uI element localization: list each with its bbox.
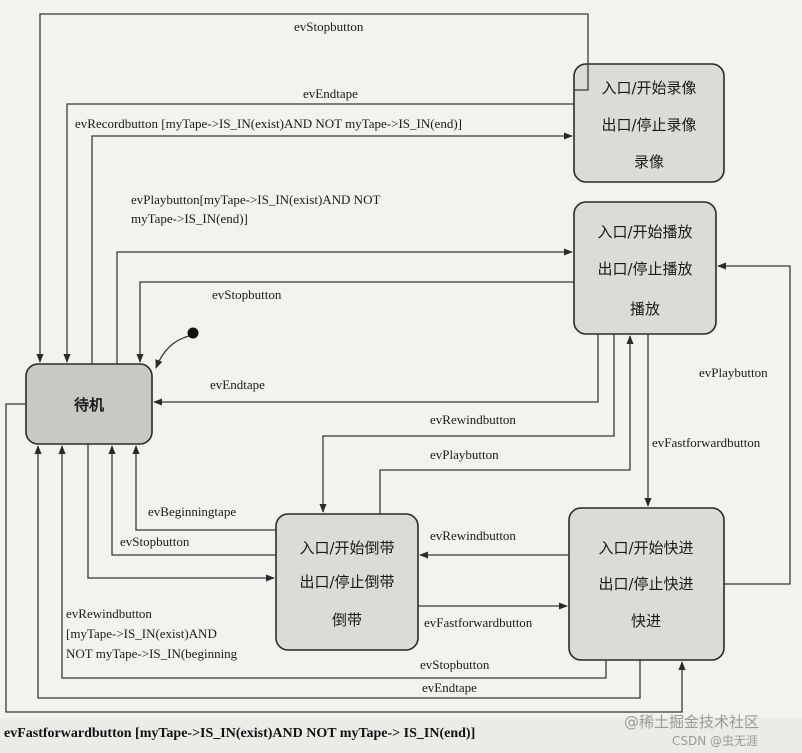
edge-rewind-stop — [108, 445, 276, 556]
edge-play-endtape — [153, 334, 599, 406]
label-record-guard: evRecordbutton [myTape->IS_IN(exist)AND … — [75, 116, 462, 131]
record-state-name: 录像 — [634, 153, 664, 171]
play-entry-action: 入口/开始播放 — [597, 223, 692, 241]
edge-fastforward-stop — [58, 445, 607, 679]
play-state-name: 播放 — [630, 300, 660, 318]
fastforward-entry-action: 入口/开始快进 — [598, 539, 693, 557]
rewind-state-name: 倒带 — [332, 611, 362, 629]
edge-record-endtape — [63, 103, 574, 363]
label-play-rewind: evRewindbutton — [430, 412, 516, 427]
edge-fastforward-endtape — [34, 445, 641, 699]
edge-standby-play — [116, 248, 573, 364]
watermark-csdn: CSDN @虫无涯 — [672, 734, 758, 748]
state-rewind: 入口/开始倒带 出口/停止倒带 倒带 — [275, 513, 419, 651]
record-entry-action: 入口/开始录像 — [601, 79, 696, 97]
label-record-stop: evStopbutton — [294, 19, 364, 34]
edge-rewind-beginningtape — [132, 445, 276, 531]
rewind-exit-action: 出口/停止倒带 — [299, 573, 394, 591]
label-rewind-stop: evStopbutton — [120, 534, 190, 549]
edge-standby-rewind — [87, 444, 275, 582]
state-fastforward: 入口/开始快进 出口/停止快进 快进 — [568, 507, 725, 661]
fastforward-exit-action: 出口/停止快进 — [598, 575, 693, 593]
edge-record-stop — [36, 13, 589, 363]
rewind-entry-action: 入口/开始倒带 — [299, 539, 394, 557]
edge-play-rewind — [319, 334, 615, 513]
edge-standby-record — [91, 132, 573, 364]
label-rewind-play: evPlaybutton — [430, 447, 499, 462]
state-record: 入口/开始录像 出口/停止录像 录像 — [573, 63, 725, 183]
edge-play-stop — [136, 281, 574, 363]
edge-standby-fastforward — [5, 403, 686, 713]
label-rewind-fastforward: evFastforwardbutton — [424, 615, 533, 630]
label-beginningtape: evBeginningtape — [148, 504, 236, 519]
label-play-stop: evStopbutton — [212, 287, 282, 302]
label-rewind-guard-line1: evRewindbutton — [66, 606, 152, 621]
edge-fastforward-play — [717, 262, 791, 585]
watermark-juejin: @稀土掘金技术社区 — [624, 713, 759, 731]
record-exit-action: 出口/停止录像 — [601, 116, 696, 134]
label-play-fastforward: evFastforwardbutton — [652, 435, 761, 450]
edge-rewind-play — [379, 335, 634, 514]
label-play-endtape: evEndtape — [210, 377, 265, 392]
play-exit-action: 出口/停止播放 — [597, 260, 692, 278]
label-play-guard-line1: evPlaybutton[myTape->IS_IN(exist)AND NOT — [131, 192, 380, 207]
label-rewind-guard-line2: [myTape->IS_IN(exist)AND — [66, 626, 217, 641]
state-play: 入口/开始播放 出口/停止播放 播放 — [573, 201, 717, 335]
initial-pseudostate-dot — [187, 327, 199, 339]
caption-strip — [0, 718, 802, 753]
label-play-guard-line2: myTape->IS_IN(end)] — [131, 211, 248, 226]
label-fastforward-play: evPlaybutton — [699, 365, 768, 380]
label-fastforward-endtape: evEndtape — [422, 680, 477, 695]
standby-state-name: 待机 — [74, 396, 104, 414]
label-fastforward-stop: evStopbutton — [420, 657, 490, 672]
fastforward-state-name: 快进 — [631, 612, 661, 630]
state-standby: 待机 — [25, 363, 153, 445]
label-rewind-guard-line3: NOT myTape->IS_IN(beginning — [66, 646, 238, 661]
label-fastforward-rewind: evRewindbutton — [430, 528, 516, 543]
label-record-endtape: evEndtape — [303, 86, 358, 101]
label-fastforward-guard: evFastforwardbutton [myTape->IS_IN(exist… — [4, 726, 475, 741]
initial-transition-arrow — [155, 335, 190, 369]
